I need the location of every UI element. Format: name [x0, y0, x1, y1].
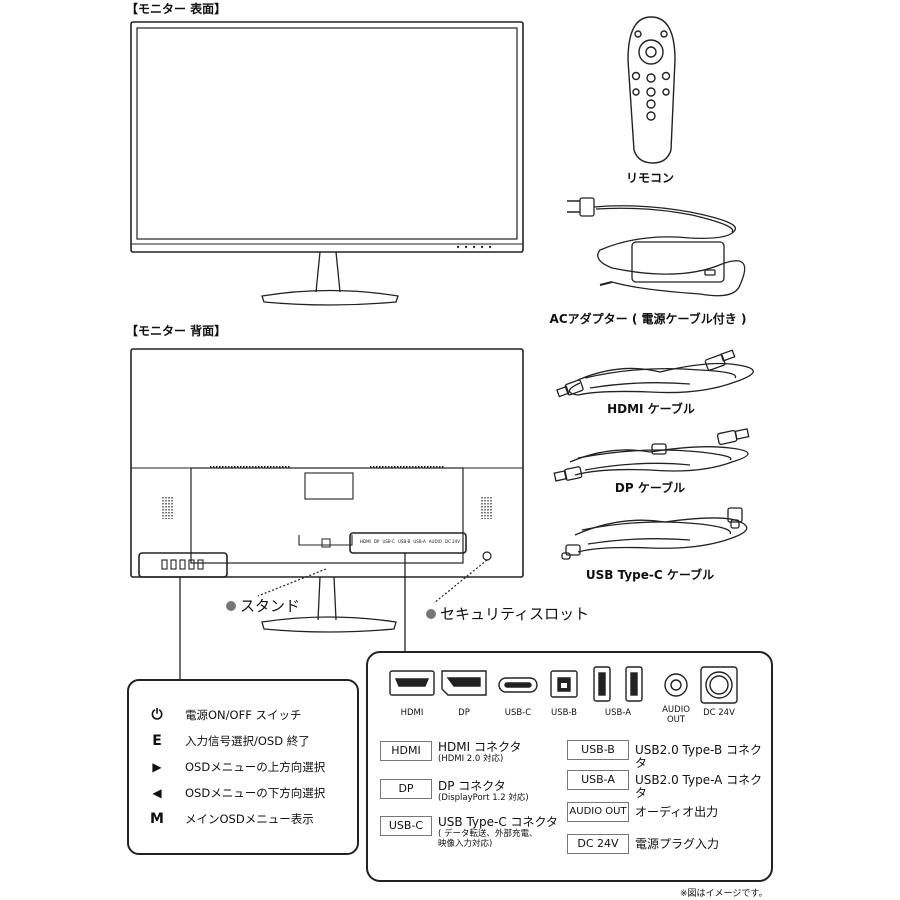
hdmi-port-label: HDMI — [400, 708, 424, 718]
triangle-right-icon: ▶ — [152, 760, 162, 774]
audio-port-label: AUDIO OUT — [662, 705, 690, 725]
dp-cable-illustration — [553, 428, 750, 482]
port-icons — [389, 666, 738, 704]
monitor-front-illustration — [130, 21, 524, 306]
dp-port-badge: DP — [380, 779, 432, 799]
legend-text: OSDメニューの上方向選択 — [185, 760, 326, 774]
hdmi-port-description: HDMI コネクタ (HDMI 2.0 対応) — [438, 740, 522, 765]
stand-callout: スタンド — [226, 595, 300, 616]
back-panel-port-labels: HDMI DP USB-C USB-B USB-A AUDIO DC 24V — [360, 539, 460, 544]
back-port-usba: USB-A — [413, 539, 426, 544]
remote-illustration — [627, 16, 676, 164]
usbc-port-description: USB Type-C コネクタ ( データ転送、外部充電、 映像入力対応) — [438, 815, 559, 850]
port-title: DP コネクタ — [438, 779, 506, 793]
dp-port-label: DP — [458, 708, 470, 718]
back-port-audio: AUDIO — [428, 539, 442, 544]
audio-out-badge: AUDIO OUT — [567, 802, 629, 822]
hdmi-port-icon — [389, 670, 435, 696]
usba-port-description: USB2.0 Type-A コネクタ — [635, 773, 763, 800]
audio-port-icon — [664, 673, 688, 697]
ac-adapter-caption: ACアダプター ( 電源ケーブル付き ) — [549, 312, 747, 326]
legend-row-e: E 入力信号選択/OSD 終了 — [129, 733, 310, 749]
port-subtitle: (DisplayPort 1.2 対応) — [438, 793, 529, 803]
back-port-usbb: USB-B — [398, 539, 411, 544]
legend-row-menu: M メインOSDメニュー表示 — [129, 811, 314, 827]
usba-port-label: USB-A — [604, 708, 632, 718]
port-title: HDMI コネクタ — [438, 740, 522, 754]
usbc-port-label: USB-C — [504, 708, 532, 718]
bullet-icon — [226, 600, 236, 611]
back-port-usbc: USB-C — [382, 539, 395, 544]
port-subtitle: (HDMI 2.0 対応) — [438, 754, 504, 764]
power-icon: ⏻ — [151, 707, 163, 723]
port-subtitle: ( データ転送、外部充電、 映像入力対応) — [438, 829, 538, 849]
back-port-dc: DC 24V — [444, 539, 460, 544]
usbb-port-badge: USB-B — [567, 740, 629, 760]
dc-port-icon — [700, 666, 738, 704]
hdmi-cable-illustration — [556, 349, 754, 398]
usba-port-icon — [593, 666, 643, 702]
usbb-port-label: USB-B — [550, 708, 578, 718]
triangle-left-icon: ◀ — [152, 786, 162, 800]
security-slot-label: セキュリティスロット — [440, 605, 590, 623]
m-key-symbol: M — [150, 811, 164, 827]
legend-row-up: ▶ OSDメニューの上方向選択 — [129, 759, 325, 775]
front-view-header: 【モニター 表面】 — [126, 2, 227, 16]
usbc-port-badge: USB-C — [380, 816, 432, 836]
dp-cable-caption: DP ケーブル — [614, 481, 686, 495]
usbc-cable-illustration — [561, 507, 748, 560]
button-legend: ⏻ 電源ON/OFF スイッチ E 入力信号選択/OSD 終了 ▶ OSDメニュ… — [127, 679, 359, 855]
security-slot-callout: セキュリティスロット — [426, 603, 589, 624]
monitor-back-illustration — [130, 348, 524, 633]
footnote: ※図はイメージです。 — [680, 889, 768, 899]
dp-port-description: DP コネクタ (DisplayPort 1.2 対応) — [438, 779, 529, 804]
legend-text: メインOSDメニュー表示 — [185, 812, 314, 826]
remote-caption: リモコン — [625, 171, 674, 185]
legend-text: 入力信号選択/OSD 終了 — [185, 734, 310, 748]
usbc-cable-caption: USB Type-C ケーブル — [585, 568, 715, 582]
audio-out-description: オーディオ出力 — [635, 805, 719, 819]
hdmi-cable-caption: HDMI ケーブル — [607, 402, 695, 416]
bullet-icon — [426, 608, 436, 619]
legend-row-power: ⏻ 電源ON/OFF スイッチ — [129, 707, 301, 723]
stand-label: スタンド — [240, 597, 301, 615]
legend-text: OSDメニューの下方向選択 — [185, 786, 326, 800]
usbb-port-icon — [550, 670, 578, 698]
back-port-dp: DP — [373, 539, 380, 544]
port-title: USB Type-C コネクタ — [438, 815, 559, 829]
dc-port-description: 電源プラグ入力 — [635, 837, 720, 851]
usba-port-badge: USB-A — [567, 770, 629, 790]
legend-row-down: ◀ OSDメニューの下方向選択 — [129, 785, 325, 801]
back-view-header: 【モニター 背面】 — [126, 324, 227, 338]
usbb-port-description: USB2.0 Type-B コネクタ — [635, 743, 763, 770]
legend-text: 電源ON/OFF スイッチ — [185, 708, 302, 722]
hdmi-port-badge: HDMI — [380, 741, 432, 761]
back-port-hdmi: HDMI — [360, 539, 371, 544]
port-panel: HDMI DP USB-C USB-B USB-A AUDIO OUT DC 2… — [366, 651, 773, 882]
dp-port-icon — [441, 670, 487, 696]
e-key-symbol: E — [152, 733, 162, 749]
ac-adapter-illustration — [567, 197, 746, 297]
dc-port-label: DC 24V — [703, 708, 735, 718]
usbc-port-icon — [498, 677, 538, 693]
dc-port-badge: DC 24V — [567, 834, 629, 854]
